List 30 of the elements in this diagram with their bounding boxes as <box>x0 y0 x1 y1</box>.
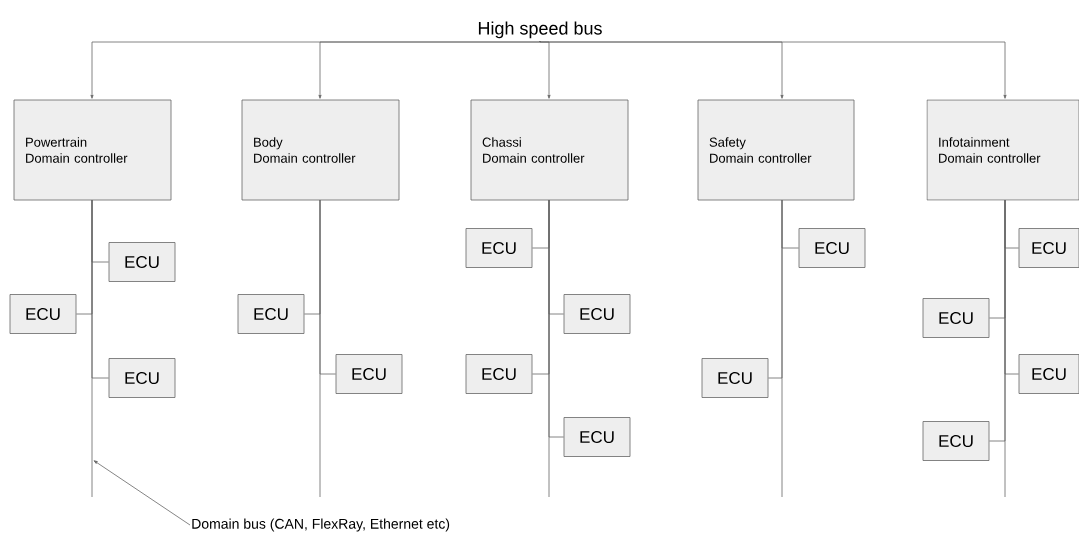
ecu-box: ECU <box>237 294 305 334</box>
connector-line <box>91 199 109 379</box>
domain-controller-box: Chassi Domain controller <box>470 99 629 201</box>
arrow <box>318 40 541 99</box>
leader-line <box>93 460 191 526</box>
ecu-box: ECU <box>465 228 533 268</box>
ecu-box: ECU <box>335 354 403 394</box>
ecu-box: ECU <box>9 294 77 334</box>
domain-controller-box: Body Domain controller <box>241 99 400 201</box>
domain-controller-box: Safety Domain controller <box>697 99 855 201</box>
connector-line <box>548 199 564 438</box>
ecu-box: ECU <box>108 242 176 282</box>
connector-line <box>989 199 1006 442</box>
arrow <box>539 40 1007 99</box>
ecu-box: ECU <box>563 294 631 334</box>
ecu-box: ECU <box>1018 228 1079 268</box>
domain-controller-box: Powertrain Domain controller <box>13 99 172 201</box>
connector-line <box>768 199 783 379</box>
bus-label: High speed bus <box>478 21 602 39</box>
ecu-box: ECU <box>465 354 533 394</box>
ecu-box: ECU <box>701 358 769 398</box>
ecu-box: ECU <box>563 417 631 457</box>
connector-line <box>319 199 336 375</box>
ecu-box: ECU <box>922 421 990 461</box>
callout-text: Domain bus (CAN, FlexRay, Ethernet etc) <box>192 518 450 532</box>
domain-controller-box: Infotainment Domain controller <box>926 99 1079 201</box>
ecu-box: ECU <box>1018 354 1079 394</box>
ecu-box: ECU <box>108 358 176 398</box>
ecu-box: ECU <box>798 228 866 268</box>
ecu-box: ECU <box>922 298 990 338</box>
